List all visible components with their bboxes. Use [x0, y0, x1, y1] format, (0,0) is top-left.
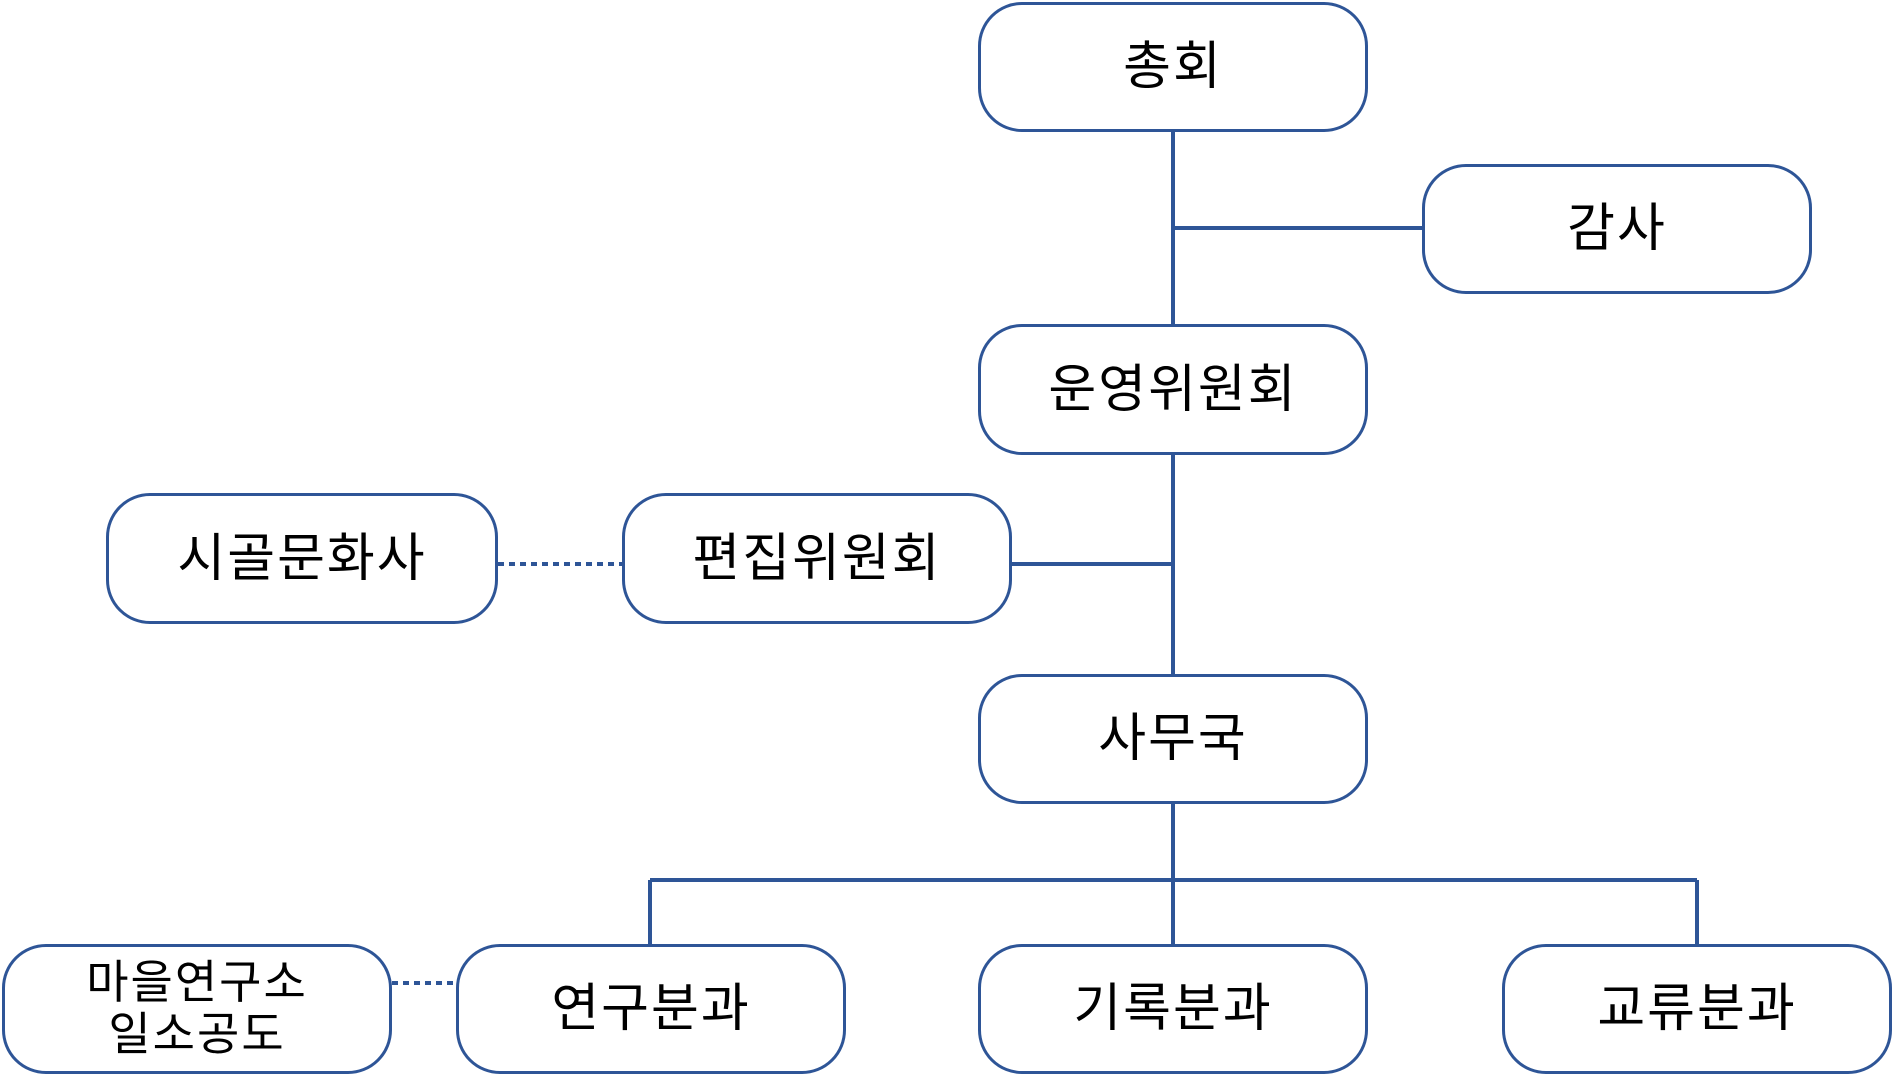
node-secretariat: 사무국	[978, 674, 1368, 804]
node-village-lab: 마을연구소 일소공도	[2, 944, 392, 1074]
node-general-assembly: 총회	[978, 2, 1368, 132]
node-sigol-publisher: 시골문화사	[106, 493, 498, 624]
node-label-line2: 일소공도	[108, 1007, 286, 1061]
node-label: 사무국	[1098, 709, 1248, 769]
node-audit: 감사	[1422, 164, 1812, 294]
node-label: 시골문화사	[177, 528, 427, 589]
node-label: 기록분과	[1073, 979, 1273, 1039]
node-steering-committee: 운영위원회	[978, 324, 1368, 455]
node-label: 총회	[1123, 37, 1223, 97]
node-editorial-committee: 편집위원회	[622, 493, 1012, 624]
node-records-division: 기록분과	[978, 944, 1368, 1074]
node-label-line1: 마을연구소	[86, 955, 308, 1010]
node-label: 감사	[1567, 199, 1667, 259]
node-label: 연구분과	[551, 979, 751, 1039]
node-exchange-division: 교류분과	[1502, 944, 1892, 1074]
node-label: 운영위원회	[1048, 359, 1298, 420]
node-label: 편집위원회	[692, 528, 942, 589]
node-research-division: 연구분과	[456, 944, 846, 1074]
node-label: 교류분과	[1597, 979, 1797, 1039]
